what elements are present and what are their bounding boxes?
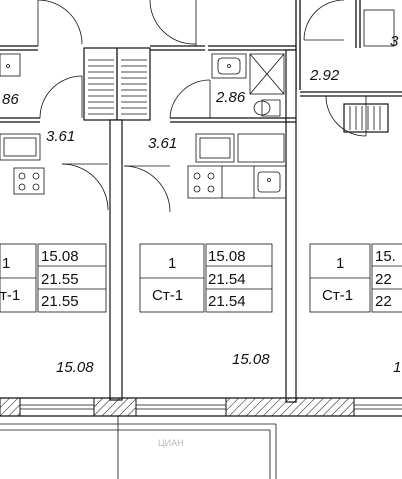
center-table-text: 1 Ст-1 15.08 21.54 21.54 [152,248,246,310]
balcony-outline [0,416,277,479]
right-value-3: 22 [375,293,392,310]
facade-wall [0,397,402,417]
left-value-2: 21.55 [41,271,79,288]
center-info-table [139,243,273,313]
center-value-1: 15.08 [208,248,246,265]
left-value-3: 21.55 [41,293,79,310]
center-rooms-count: 1 [168,255,176,272]
watermark-text: ЦИАН [158,438,184,448]
left-upper-area: 86 [2,91,19,108]
left-info-table [0,243,107,313]
top-walls [0,0,301,90]
right-bathroom [300,9,402,137]
left-apt-type: т-1 [0,287,20,304]
center-kitchen [123,133,287,213]
right-value-1: 15. [375,248,396,265]
right-value-2: 22 [375,271,392,288]
right-apt-type: Ст-1 [322,287,353,304]
left-room-area: 15.08 [56,359,94,376]
top-right-fragment: 3 [390,33,399,50]
center-apt-type: Ст-1 [152,287,183,304]
right-room-area: 1 [393,359,401,376]
left-table-text: 1 т-1 15.08 21.55 21.55 [0,248,79,310]
center-room-area: 15.08 [232,351,270,368]
center-value-3: 21.54 [208,293,246,310]
left-value-1: 15.08 [41,248,79,265]
right-info-table [309,243,402,313]
vent-shaft-center [83,47,151,121]
top-door-swings [37,0,345,46]
right-rooms-count: 1 [336,255,344,272]
left-kitchen [0,133,109,211]
left-rooms-count: 1 [2,255,10,272]
area-labels: 86 3.61 2.86 3.61 2.92 15.08 15.08 1 3 [2,33,401,376]
center-bathroom [169,53,296,123]
right-table-text: 1 Ст-1 15. 22 22 [322,248,396,310]
center-kitchen-area: 3.61 [148,135,177,152]
center-value-2: 21.54 [208,271,246,288]
left-bathroom [0,53,83,123]
left-kitchen-area: 3.61 [46,128,75,145]
center-bath-area: 2.86 [215,89,246,106]
right-bath-area: 2.92 [309,67,340,84]
